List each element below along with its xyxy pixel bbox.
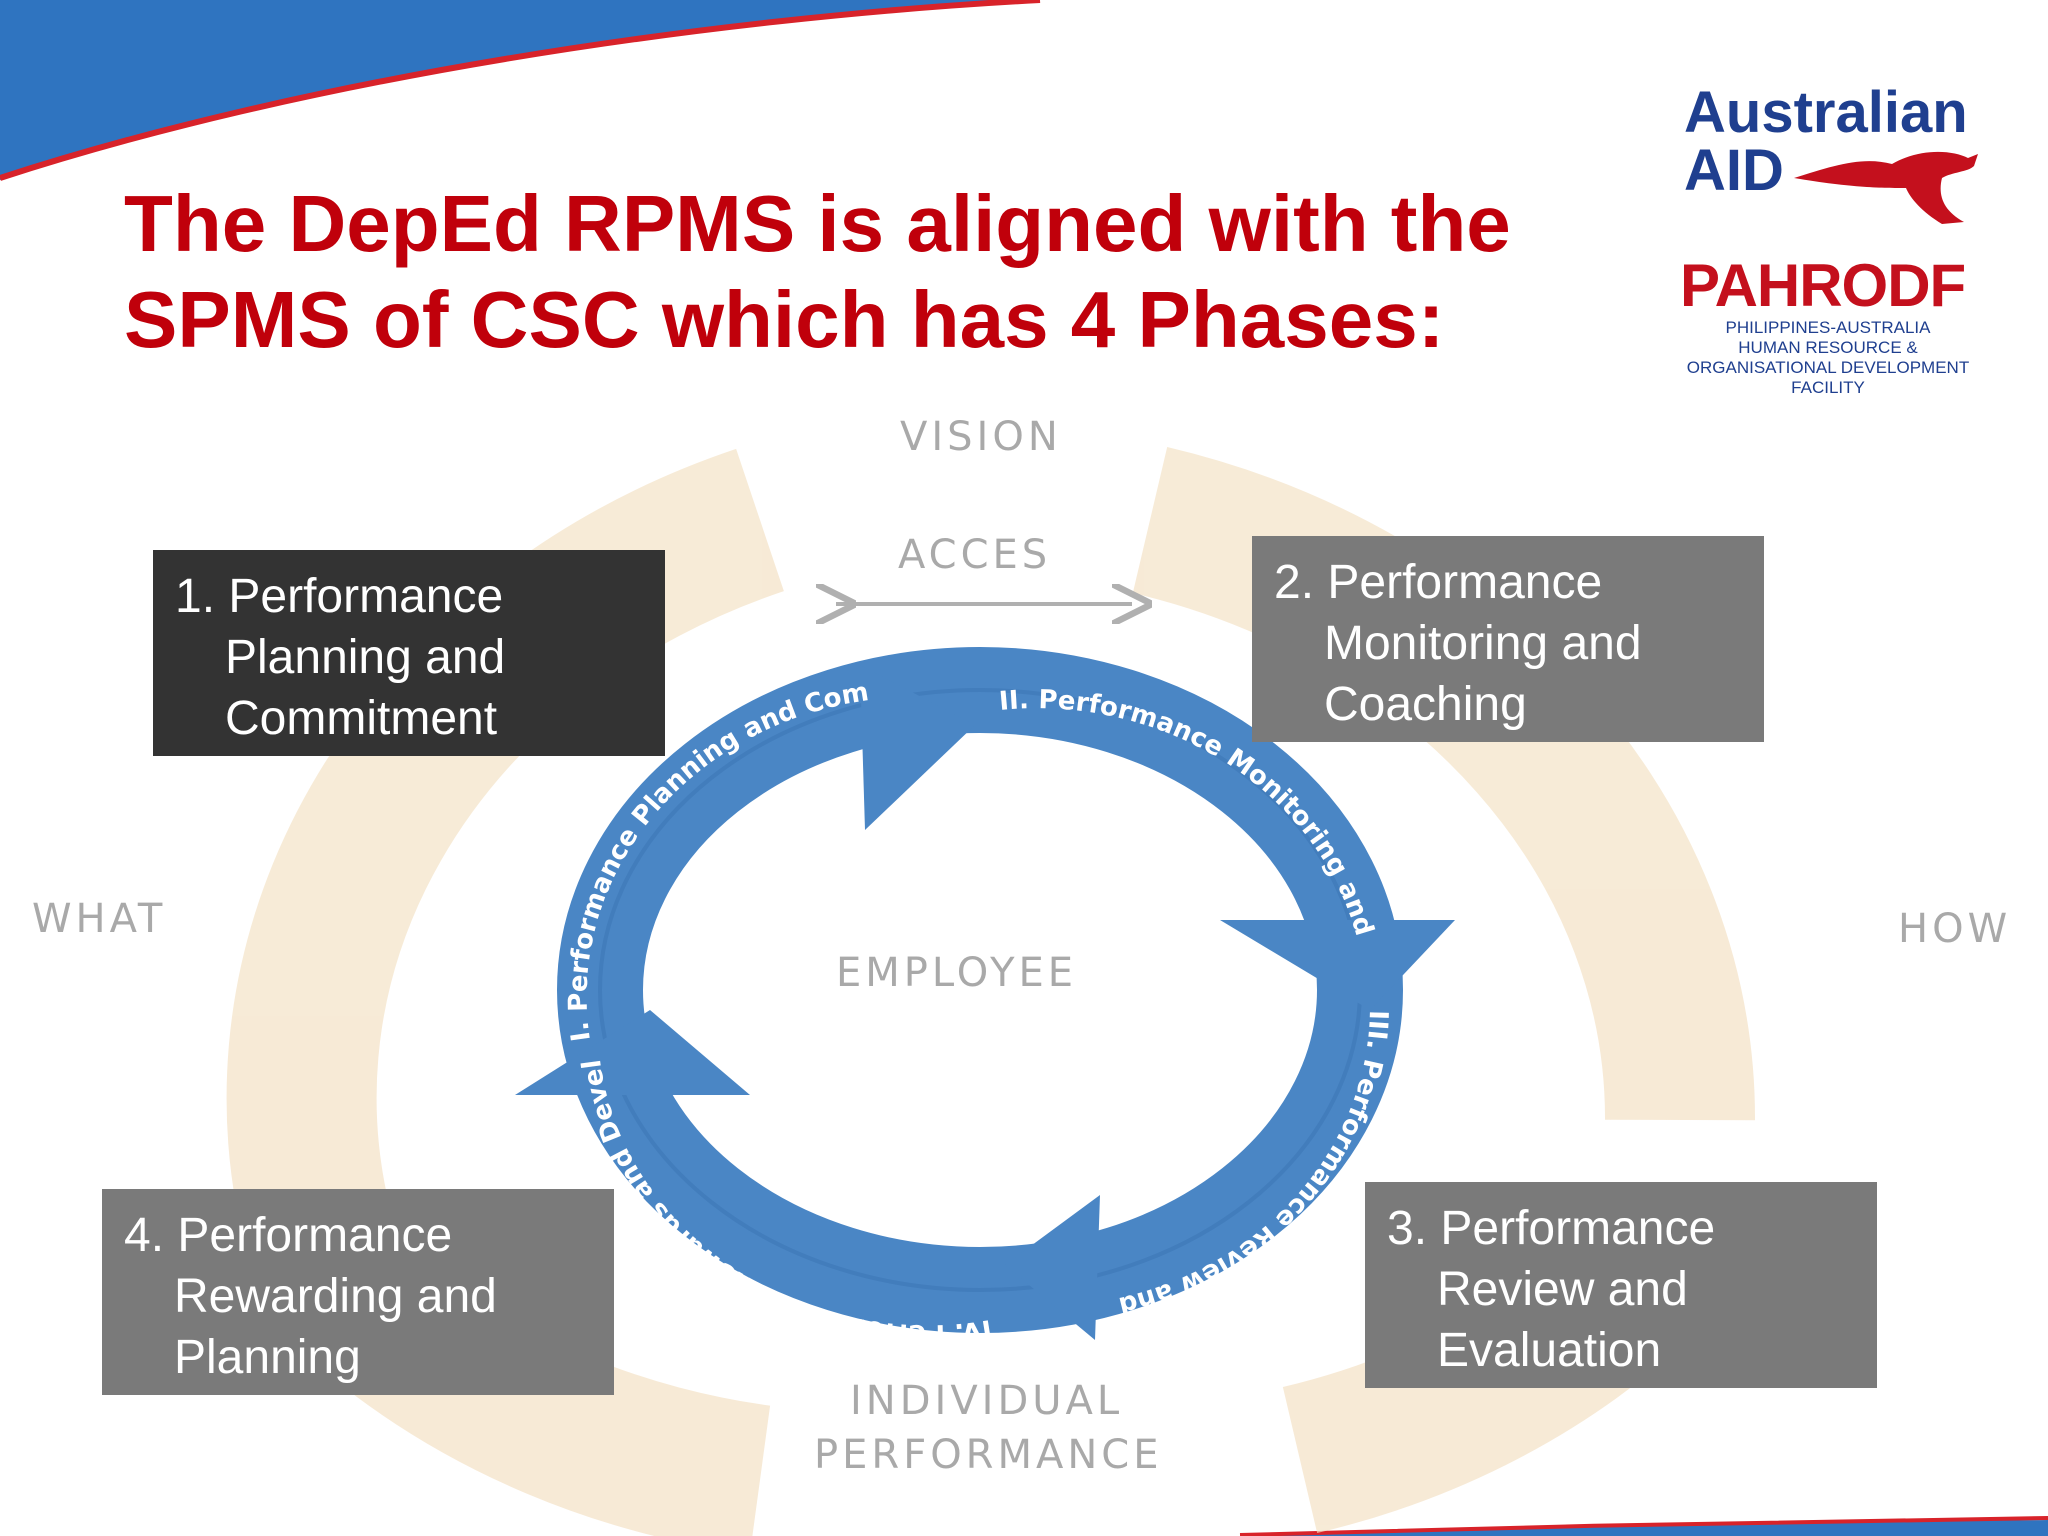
label-employee: EMPLOYEE — [836, 950, 1078, 996]
australian-aid-logo: Australian AID — [1684, 84, 1968, 200]
pahrodf-sub-line: ORGANISATIONAL DEVELOPMENT — [1686, 358, 1970, 377]
phase-box-3: 3. Performance Review and Evaluation — [1365, 1182, 1877, 1388]
phase-4-line-1: 4. Performance — [124, 1209, 453, 1262]
title-line: SPMS of CSC which has 4 Phases: — [124, 275, 1445, 364]
arrowhead-3 — [1005, 1195, 1100, 1340]
phase-2-line-3: Coaching — [1324, 678, 1527, 731]
header-swoosh — [0, 0, 1040, 180]
phase-box-2: 2. Performance Monitoring and Coaching — [1252, 536, 1764, 742]
phase-3-line-1: 3. Performance — [1387, 1202, 1716, 1255]
pahrodf-logo: PAHRODF — [1680, 252, 1966, 319]
slide-title: The DepEd RPMS is aligned with the SPMS … — [124, 176, 1564, 368]
phase-3-line-3: Evaluation — [1437, 1324, 1662, 1377]
phase-2-line-1: 2. Performance — [1274, 556, 1603, 609]
label-acces: ACCES — [898, 532, 1052, 578]
phase-box-4: 4. Performance Rewarding and Planning — [102, 1189, 614, 1395]
arrowhead-1 — [860, 665, 975, 830]
inner-cycle — [515, 647, 1455, 1340]
phase-box-1: 1. Performance Planning and Commitment — [153, 550, 665, 756]
pahrodf-sub-line: FACILITY — [1791, 378, 1865, 397]
logo-line-australian: Australian — [1684, 80, 1968, 145]
pahrodf-subtitle: PHILIPPINES-AUSTRALIA HUMAN RESOURCE & O… — [1676, 318, 1980, 398]
phase-1-line-2: Planning and — [225, 631, 506, 684]
pahrodf-sub-line: PHILIPPINES-AUSTRALIA — [1725, 318, 1931, 337]
arrowhead-4 — [515, 1010, 750, 1095]
label-what: WHAT — [32, 896, 167, 942]
phase-3-line-2: Review and — [1437, 1263, 1688, 1316]
logo-line-aid: AID — [1684, 138, 1784, 203]
label-vision: VISION — [900, 414, 1062, 460]
arrowhead-2 — [1220, 920, 1455, 1010]
kangaroo-icon — [1794, 151, 1978, 224]
phase-1-line-3: Commitment — [225, 692, 498, 745]
pahrodf-sub-line: HUMAN RESOURCE & — [1738, 338, 1918, 357]
phase-4-line-3: Planning — [174, 1331, 361, 1384]
title-line: The DepEd RPMS is aligned with the — [124, 179, 1511, 268]
label-individual: INDIVIDUAL — [850, 1378, 1124, 1424]
label-how: HOW — [1898, 906, 2012, 952]
label-performance: PERFORMANCE — [814, 1432, 1163, 1478]
footer-swoosh — [1240, 1520, 2048, 1536]
phase-1-line-1: 1. Performance — [175, 570, 504, 623]
phase-2-line-2: Monitoring and — [1324, 617, 1642, 670]
phase-4-line-2: Rewarding and — [174, 1270, 497, 1323]
